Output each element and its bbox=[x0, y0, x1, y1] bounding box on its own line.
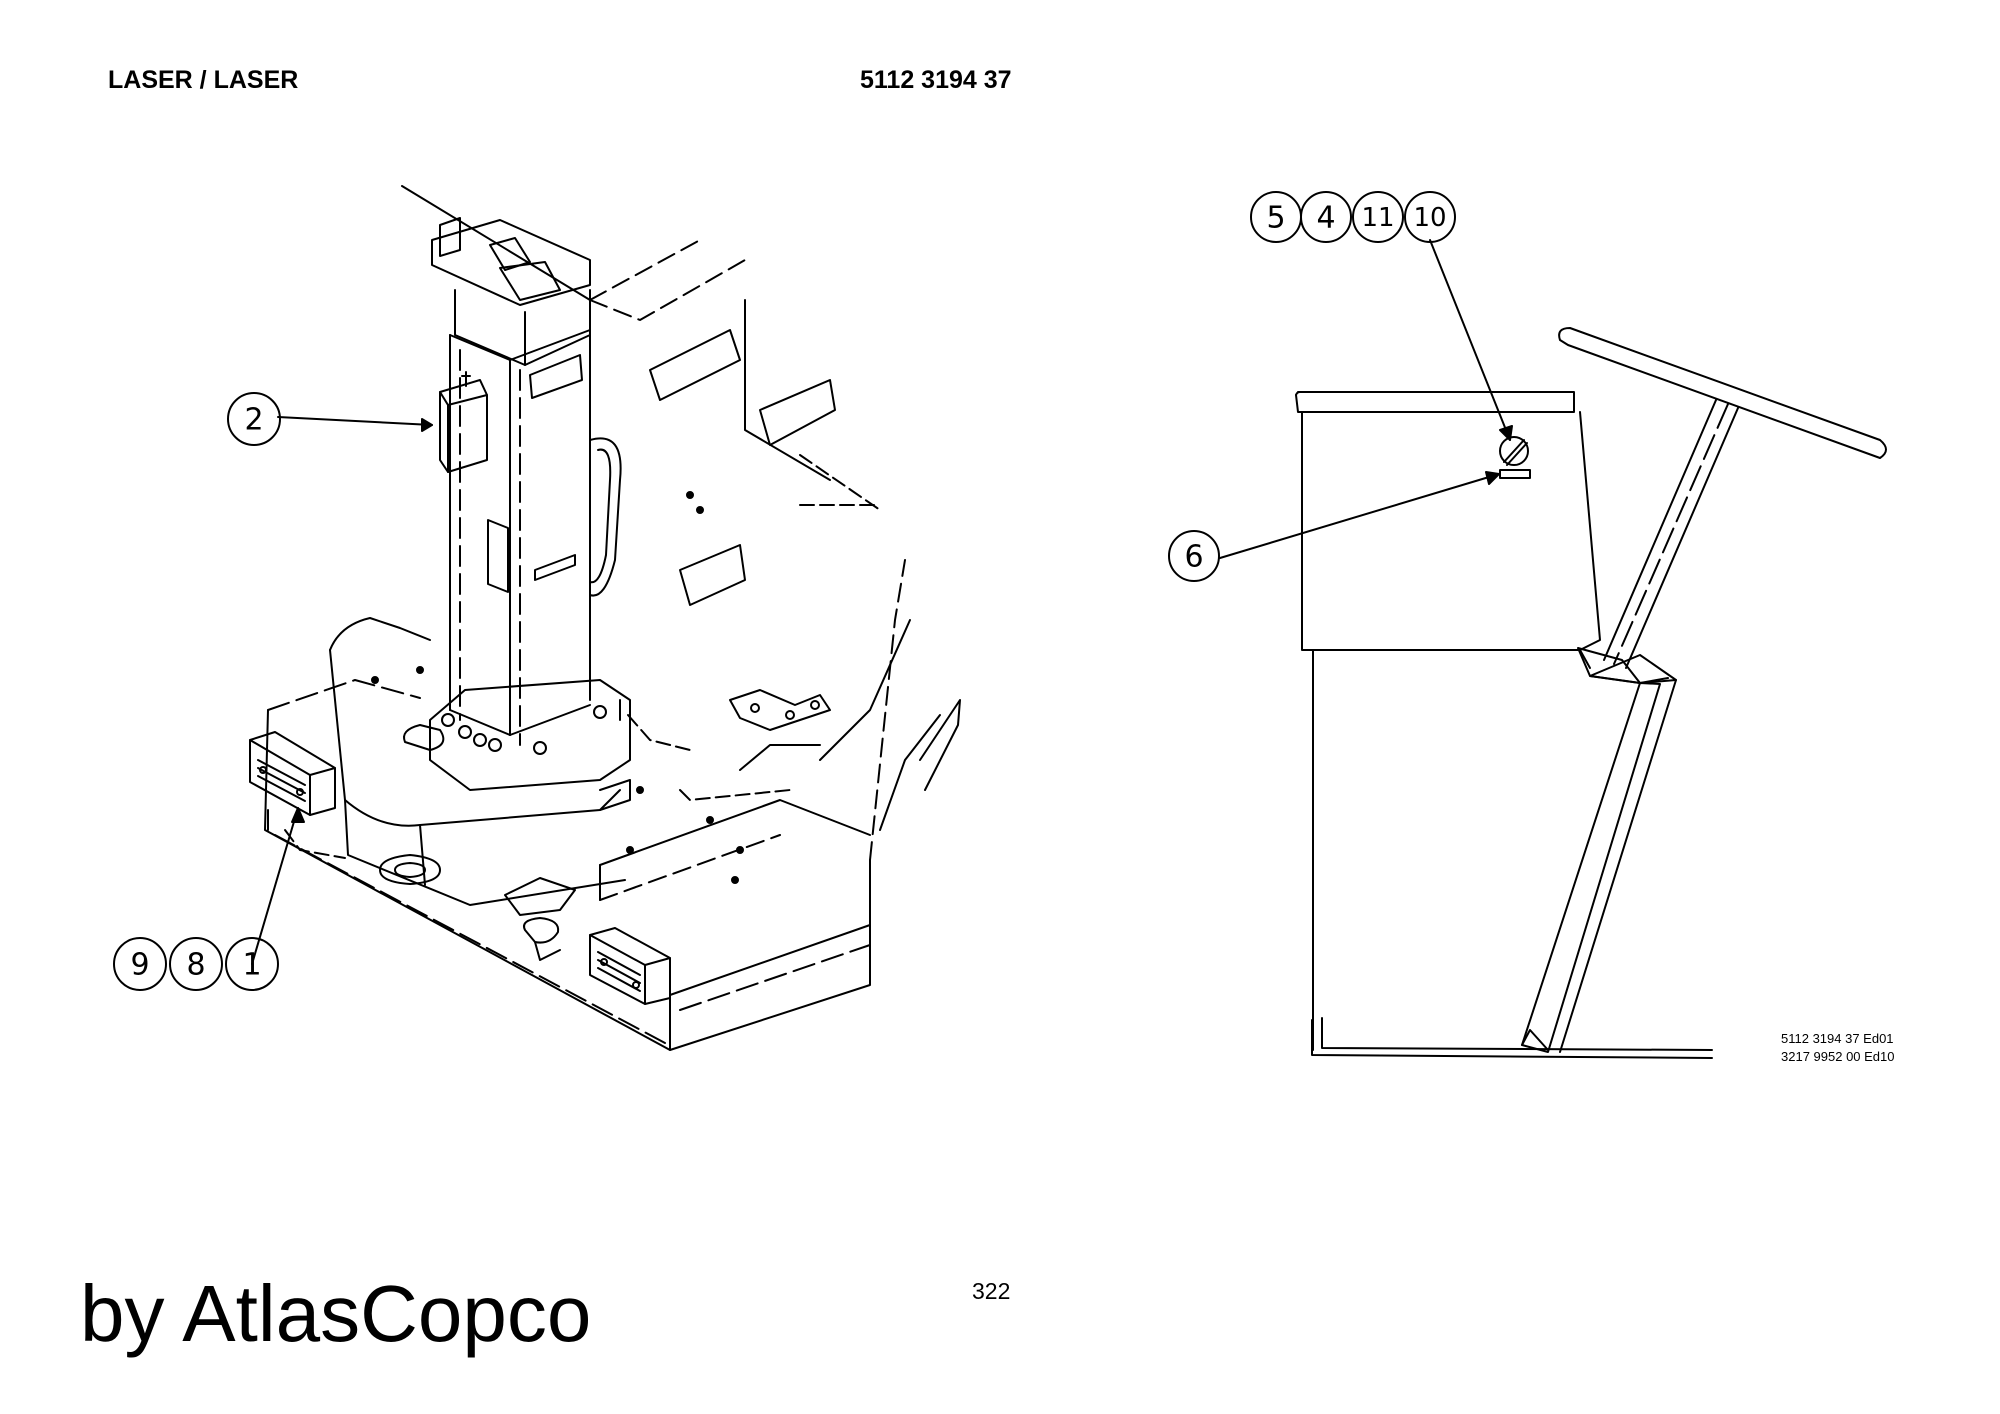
drawing-code: 5112 3194 37 Ed01 bbox=[1781, 1031, 1894, 1046]
callout-group-981 bbox=[113, 937, 279, 991]
part-number: 5112 3194 37 bbox=[860, 66, 1012, 94]
laser-sensor-dial bbox=[1499, 436, 1531, 479]
drawing-code: 3217 9952 00 Ed10 bbox=[1781, 1049, 1895, 1064]
callout-label: 8 bbox=[186, 948, 205, 983]
callout-label: 11 bbox=[1361, 203, 1394, 233]
callout-label: 6 bbox=[1184, 540, 1203, 575]
callout-group-541110 bbox=[1250, 191, 1456, 243]
brand-watermark: by AtlasCopco bbox=[80, 1269, 592, 1358]
laser-receiver bbox=[439, 371, 488, 473]
left-assembly-drawing bbox=[249, 185, 961, 1051]
right-side-view-drawing bbox=[1295, 327, 1887, 1059]
callout-label: 4 bbox=[1316, 201, 1335, 236]
page-number: 322 bbox=[972, 1278, 1011, 1304]
callout-label: 5 bbox=[1266, 201, 1285, 236]
magnet-right bbox=[589, 927, 671, 1005]
page-title: LASER / LASER bbox=[108, 66, 299, 94]
callout-2 bbox=[227, 392, 281, 446]
callout-label: 9 bbox=[130, 948, 149, 983]
callout-label: 10 bbox=[1413, 203, 1446, 233]
callout-label: 2 bbox=[244, 403, 263, 438]
magnet-left bbox=[249, 731, 336, 816]
callout-label: 1 bbox=[242, 948, 261, 983]
callout-6 bbox=[1168, 530, 1220, 582]
